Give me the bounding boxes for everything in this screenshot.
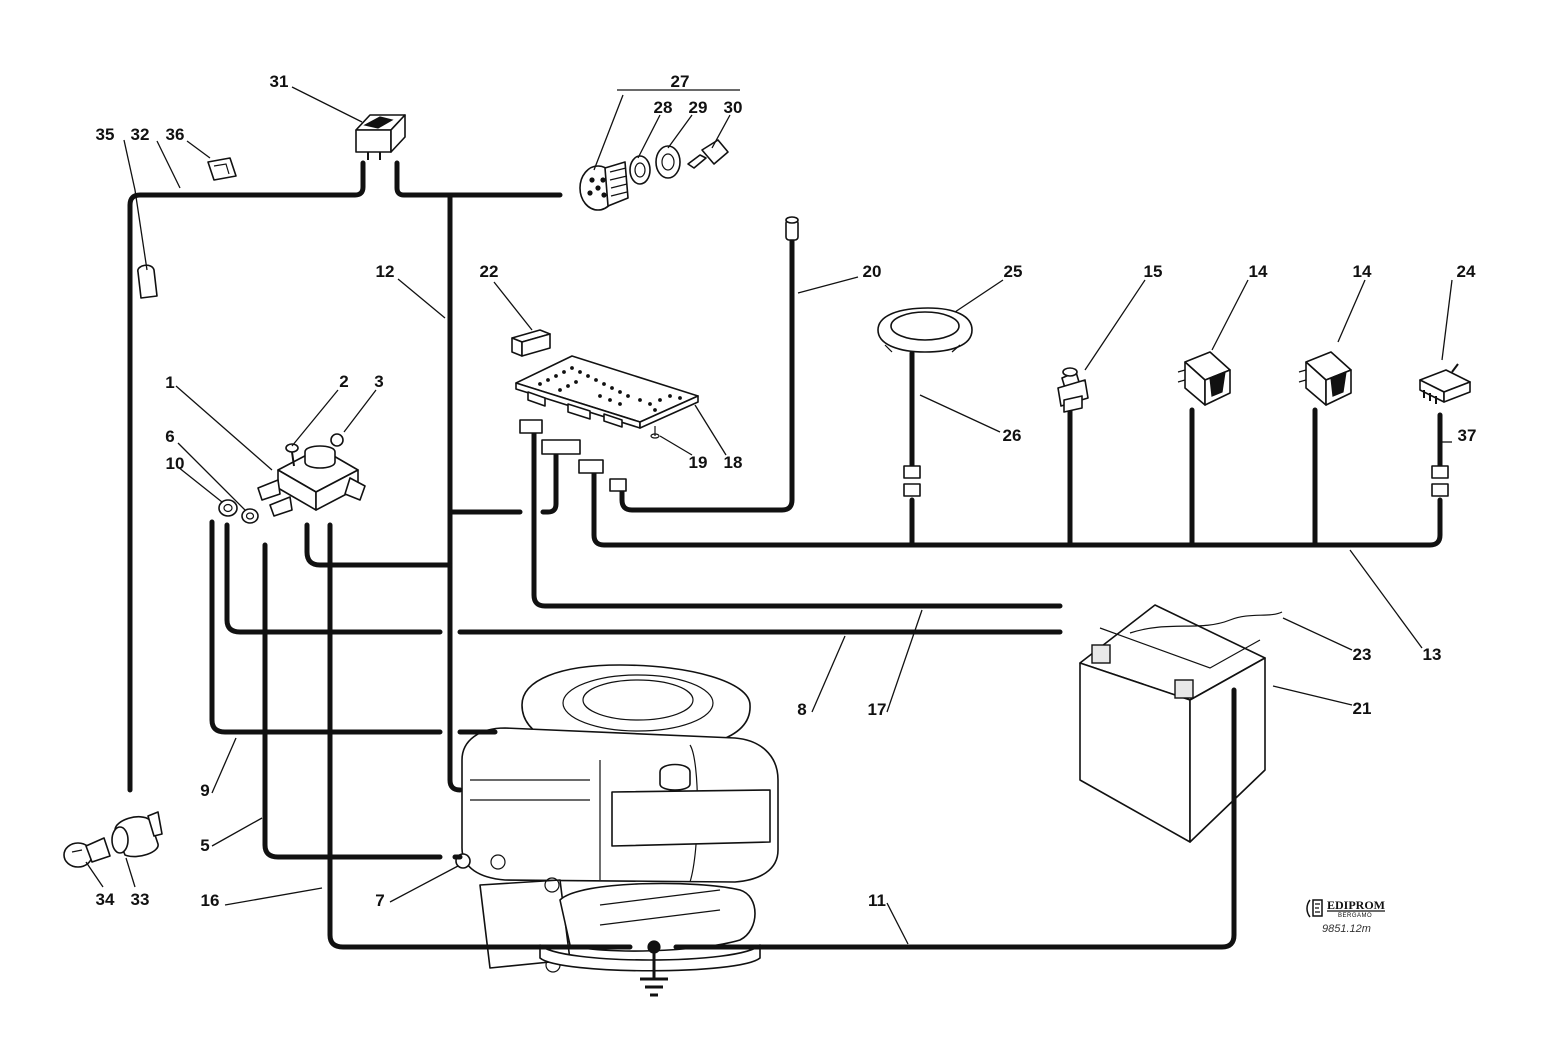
fuse-22 <box>511 329 551 357</box>
callout-5: 5 <box>200 836 209 855</box>
logo-city: BERGAMO <box>1338 913 1372 919</box>
callout-8: 8 <box>797 700 806 719</box>
solenoid-1 <box>257 445 366 517</box>
nut-10 <box>218 499 238 517</box>
callout-13: 13 <box>1423 645 1442 664</box>
bezel-29 <box>655 145 681 179</box>
callout-14a: 14 <box>1249 262 1268 281</box>
safety-switch-14b <box>1298 351 1352 406</box>
callout-22: 22 <box>480 262 499 281</box>
connector-26b <box>903 483 921 497</box>
callout-1: 1 <box>165 373 174 392</box>
leader-lines <box>85 86 1453 945</box>
callout-37: 37 <box>1458 426 1477 445</box>
clip-35 <box>137 264 158 299</box>
callout-30: 30 <box>724 98 743 117</box>
callout-35: 35 <box>96 125 115 144</box>
nut-3 <box>330 433 344 447</box>
clip-36 <box>207 157 237 181</box>
callout-24: 24 <box>1457 262 1476 281</box>
bulb-34 <box>63 837 111 868</box>
micro-switch-24 <box>1419 363 1471 404</box>
callout-29: 29 <box>689 98 708 117</box>
callout-7: 7 <box>375 891 384 910</box>
callout-28: 28 <box>654 98 673 117</box>
rocker-switch-31 <box>355 114 406 160</box>
callout-26: 26 <box>1003 426 1022 445</box>
callout-21: 21 <box>1353 699 1372 718</box>
callout-2: 2 <box>339 372 348 391</box>
circuit-board-18 <box>515 355 699 439</box>
logo-brand: EDIPROM <box>1327 898 1385 912</box>
safety-switch-14a <box>1177 351 1231 406</box>
screw-2 <box>285 443 299 467</box>
callout-17: 17 <box>868 700 887 719</box>
inline-connectors <box>903 465 1449 497</box>
callout-27: 27 <box>671 72 690 91</box>
callout-11: 11 <box>868 891 886 910</box>
connector-37b <box>1431 483 1449 497</box>
callout-6: 6 <box>165 427 174 446</box>
ignition-switch-27 <box>579 139 729 211</box>
callout-15: 15 <box>1144 262 1163 281</box>
battery <box>1079 604 1283 843</box>
callout-12: 12 <box>376 262 395 281</box>
engine <box>455 664 779 973</box>
callout-16: 16 <box>201 891 220 910</box>
callout-31: 31 <box>270 72 289 91</box>
nut-28 <box>629 155 651 185</box>
callout-9: 9 <box>200 781 209 800</box>
callout-labels: 1 2 3 5 6 7 8 9 10 11 12 13 14 14 15 16 … <box>96 72 1477 910</box>
ground-symbol <box>640 940 668 997</box>
callout-36: 36 <box>166 125 185 144</box>
callout-3: 3 <box>374 372 383 391</box>
connector-37a <box>1431 465 1449 479</box>
callout-20: 20 <box>863 262 882 281</box>
callout-14b: 14 <box>1353 262 1372 281</box>
drawing-code: 9851.12m <box>1322 923 1371 935</box>
callout-34: 34 <box>96 890 115 909</box>
callout-23: 23 <box>1353 645 1372 664</box>
callout-25: 25 <box>1004 262 1023 281</box>
seat-switch-20 <box>785 216 799 241</box>
callout-18: 18 <box>724 453 743 472</box>
lamp-holder-33 <box>111 811 163 858</box>
pressure-switch-15 <box>1057 367 1089 413</box>
key-30 <box>687 154 707 169</box>
battery-strap <box>1129 611 1283 634</box>
callout-32: 32 <box>131 125 150 144</box>
publisher-logo: EDIPROM BERGAMO <box>1306 898 1385 919</box>
buzzer-25 <box>877 307 973 353</box>
callout-19: 19 <box>689 453 708 472</box>
board-connectors <box>519 419 627 492</box>
wiring <box>127 160 1443 950</box>
callout-10: 10 <box>166 454 185 473</box>
connector-26a <box>903 465 921 479</box>
callout-33: 33 <box>131 890 150 909</box>
washer-6 <box>241 508 259 524</box>
